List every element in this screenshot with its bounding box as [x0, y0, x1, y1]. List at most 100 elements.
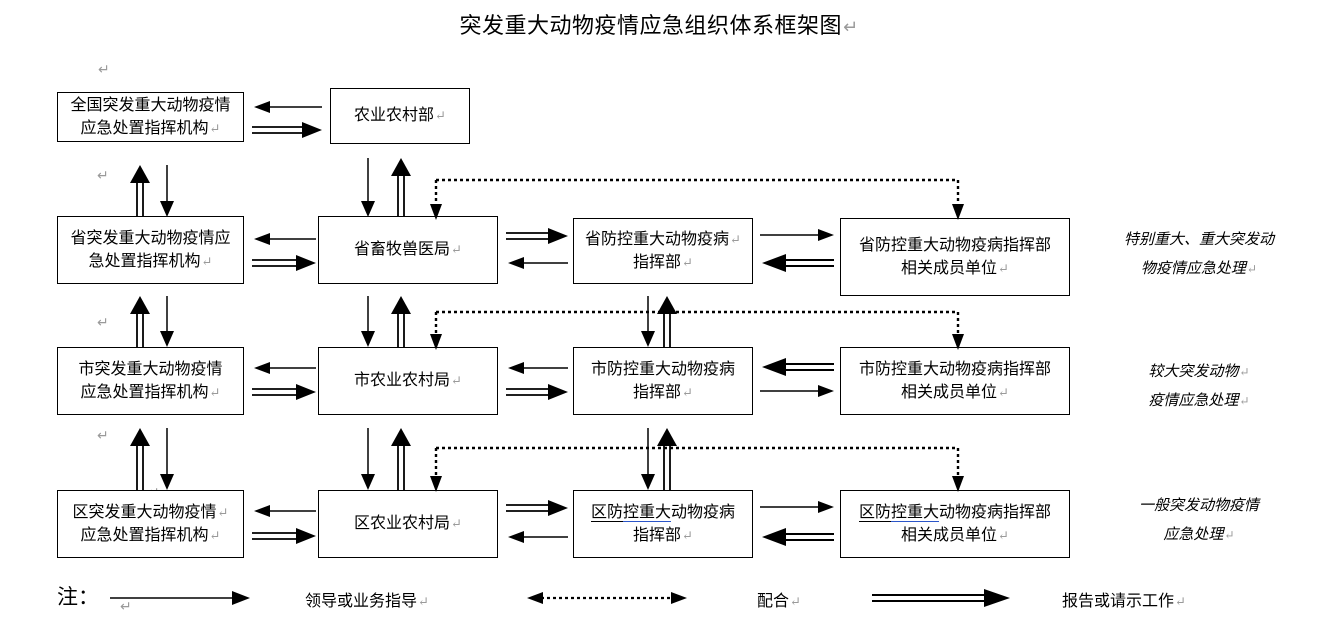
box-province-command[interactable]: 省突发重大动物疫情应 急处置指挥机构↵: [57, 216, 244, 284]
box-line: 农业农村部↵: [354, 107, 446, 125]
box-city-epidemic-hq[interactable]: 市防控重大动物疫病 指挥部↵: [573, 347, 753, 415]
pilcrow-mark: ↵: [97, 314, 109, 330]
page-title: 突发重大动物疫情应急组织体系框架图↵: [0, 8, 1318, 40]
legend: 注： ↵ 领导或业务指导↵ 配合↵ 报告或请示工作↵: [0, 575, 1318, 630]
note-province-level: 特别重大、重大突发动 物疫情应急处理↵: [1090, 226, 1308, 285]
box-line: 相关成员单位↵: [901, 260, 1009, 277]
box-text-underlined-black: 区防: [590, 503, 623, 522]
pilcrow-mark: ↵: [842, 17, 859, 37]
legend-thin-arrow-icon: [110, 591, 250, 605]
note-line: 一般突发动物疫情: [1138, 498, 1259, 514]
arrow-double-left-city-members: [760, 358, 836, 376]
box-line: 相关成员单位↵: [901, 527, 1009, 544]
arrow-double-right-province-hq: [506, 228, 570, 244]
pilcrow-mark: ↵: [98, 61, 110, 77]
arrow-vertical-pair-hq-province-city: [640, 296, 690, 347]
box-text-underlined-blue: 控重大: [622, 503, 671, 522]
box-district-epidemic-hq[interactable]: 区防控重大动物疫病 指挥部↵: [573, 490, 753, 558]
box-national-command[interactable]: 全国突发重大动物疫情 应急处置指挥机构↵: [57, 92, 244, 142]
arrow-double-right-province: [252, 255, 318, 271]
box-district-command[interactable]: 区突发重大动物疫情↵ 应急处置指挥机构↵: [57, 490, 244, 558]
arrow-thin-right-province-members: [760, 228, 836, 242]
arrow-double-left-district-members: [760, 528, 836, 546]
arrow-double-right-city-hq: [506, 384, 570, 400]
pilcrow-mark: ↵: [97, 427, 109, 443]
arrow-thin-left-province: [252, 232, 318, 246]
box-district-agriculture-bureau[interactable]: 区农业农村局↵: [318, 490, 498, 558]
box-line: 区农业农村局↵: [354, 515, 462, 533]
arrow-vertical-pair-agency-province-city: [360, 296, 420, 347]
arrow-vertical-pair-left-province-city: [125, 296, 185, 347]
arrow-double-right-district-hq: [506, 500, 570, 516]
box-line: 相关成员单位↵: [901, 384, 1009, 401]
box-line: 区突发重大动物疫情↵: [72, 503, 229, 521]
box-text-plain: 动物疫病: [671, 503, 736, 521]
box-line: 市突发重大动物疫情: [78, 360, 223, 378]
page-title-text: 突发重大动物疫情应急组织体系框架图: [459, 13, 842, 38]
arrow-thin-right-city-members: [760, 384, 836, 398]
arrow-thin-left-district: [252, 504, 318, 518]
box-line: 市防控重大动物疫病指挥部: [858, 360, 1051, 378]
legend-label-reporting: 报告或请示工作↵: [1062, 593, 1186, 610]
box-city-member-units[interactable]: 市防控重大动物疫病指挥部 相关成员单位↵: [840, 347, 1070, 415]
arrow-dotted-bracket-district: [430, 444, 970, 494]
pilcrow-mark: ↵: [97, 167, 109, 183]
note-line: 疫情应急处理↵: [1148, 393, 1250, 410]
legend-label-leadership: 领导或业务指导↵: [305, 593, 429, 610]
box-province-epidemic-hq[interactable]: 省防控重大动物疫病↵ 指挥部↵: [573, 218, 753, 284]
box-line: 省畜牧兽医局↵: [354, 241, 462, 259]
box-line: 省防控重大动物疫病↵: [585, 230, 741, 248]
box-line: 区防控重大动物疫病指挥部: [858, 501, 1052, 524]
box-ministry-of-agriculture[interactable]: 农业农村部↵: [330, 88, 470, 144]
box-line: 指挥部↵: [633, 254, 693, 271]
note-district-level: 一般突发动物疫情 应急处理↵: [1090, 492, 1308, 551]
box-line: 区防控重大动物疫病: [590, 501, 736, 524]
legend-double-arrow-icon: [872, 589, 1012, 607]
note-line: 较大突发动物↵: [1148, 364, 1250, 380]
box-line: 应急处置指挥机构↵: [80, 527, 221, 544]
box-text-plain: 动物疫病指挥部: [939, 503, 1052, 521]
box-line: 指挥部↵: [633, 384, 693, 401]
arrow-vertical-pair-agency-city-district: [360, 428, 420, 490]
box-district-member-units[interactable]: 区防控重大动物疫病指挥部 相关成员单位↵: [840, 490, 1070, 558]
box-line: 指挥部↵: [633, 527, 693, 544]
box-line: 应急处置指挥机构↵: [80, 384, 221, 401]
arrow-double-right-city: [252, 384, 318, 400]
box-line: 急处置指挥机构↵: [88, 253, 213, 270]
arrow-double-right-district: [252, 528, 318, 544]
arrow-double-right-national: [252, 122, 324, 138]
legend-prefix: 注：: [57, 585, 99, 609]
arrow-thin-left-city: [252, 361, 318, 375]
note-city-level: 较大突发动物↵ 疫情应急处理↵: [1090, 358, 1308, 417]
note-line: 特别重大、重大突发动: [1123, 232, 1274, 248]
arrow-dotted-bracket-province: [430, 176, 970, 222]
box-province-member-units[interactable]: 省防控重大动物疫病指挥部 相关成员单位↵: [840, 218, 1070, 296]
box-text-underlined-black: 区防: [858, 503, 891, 522]
box-province-animal-husbandry-bureau[interactable]: 省畜牧兽医局↵: [318, 216, 498, 284]
arrow-thin-left-national: [252, 100, 324, 114]
box-line: 市防控重大动物疫病: [590, 360, 735, 378]
box-text-underlined-blue: 控重大: [890, 503, 939, 522]
legend-label-cooperation: 配合↵: [757, 593, 801, 610]
arrow-vertical-pair-hq-city-district: [640, 428, 690, 490]
arrow-vertical-pair-left-national-province: [125, 165, 185, 217]
arrow-thin-left-district-hq: [506, 530, 570, 544]
box-line: 应急处置指挥机构↵: [80, 120, 221, 137]
arrow-double-left-province-members: [760, 254, 836, 272]
arrow-thin-left-province-hq: [506, 256, 570, 270]
box-line: 省突发重大动物疫情应: [70, 229, 231, 247]
arrow-dotted-bracket-city: [430, 308, 970, 352]
box-line: 全国突发重大动物疫情: [70, 96, 231, 114]
arrow-vertical-pair-agency-national-province: [360, 158, 420, 217]
note-line: 应急处理↵: [1163, 527, 1235, 544]
box-city-agriculture-bureau[interactable]: 市农业农村局↵: [318, 347, 498, 415]
legend-dotted-arrow-icon: [527, 591, 687, 605]
box-city-command[interactable]: 市突发重大动物疫情 应急处置指挥机构↵: [57, 347, 244, 415]
pilcrow-mark: ↵: [120, 598, 132, 614]
box-line: 省防控重大动物疫病指挥部: [858, 236, 1051, 254]
arrow-thin-left-city-hq: [506, 361, 570, 375]
note-line: 物疫情应急处理↵: [1140, 261, 1258, 278]
box-line: 市农业农村局↵: [354, 372, 462, 390]
arrow-vertical-pair-left-city-district: [125, 428, 185, 490]
